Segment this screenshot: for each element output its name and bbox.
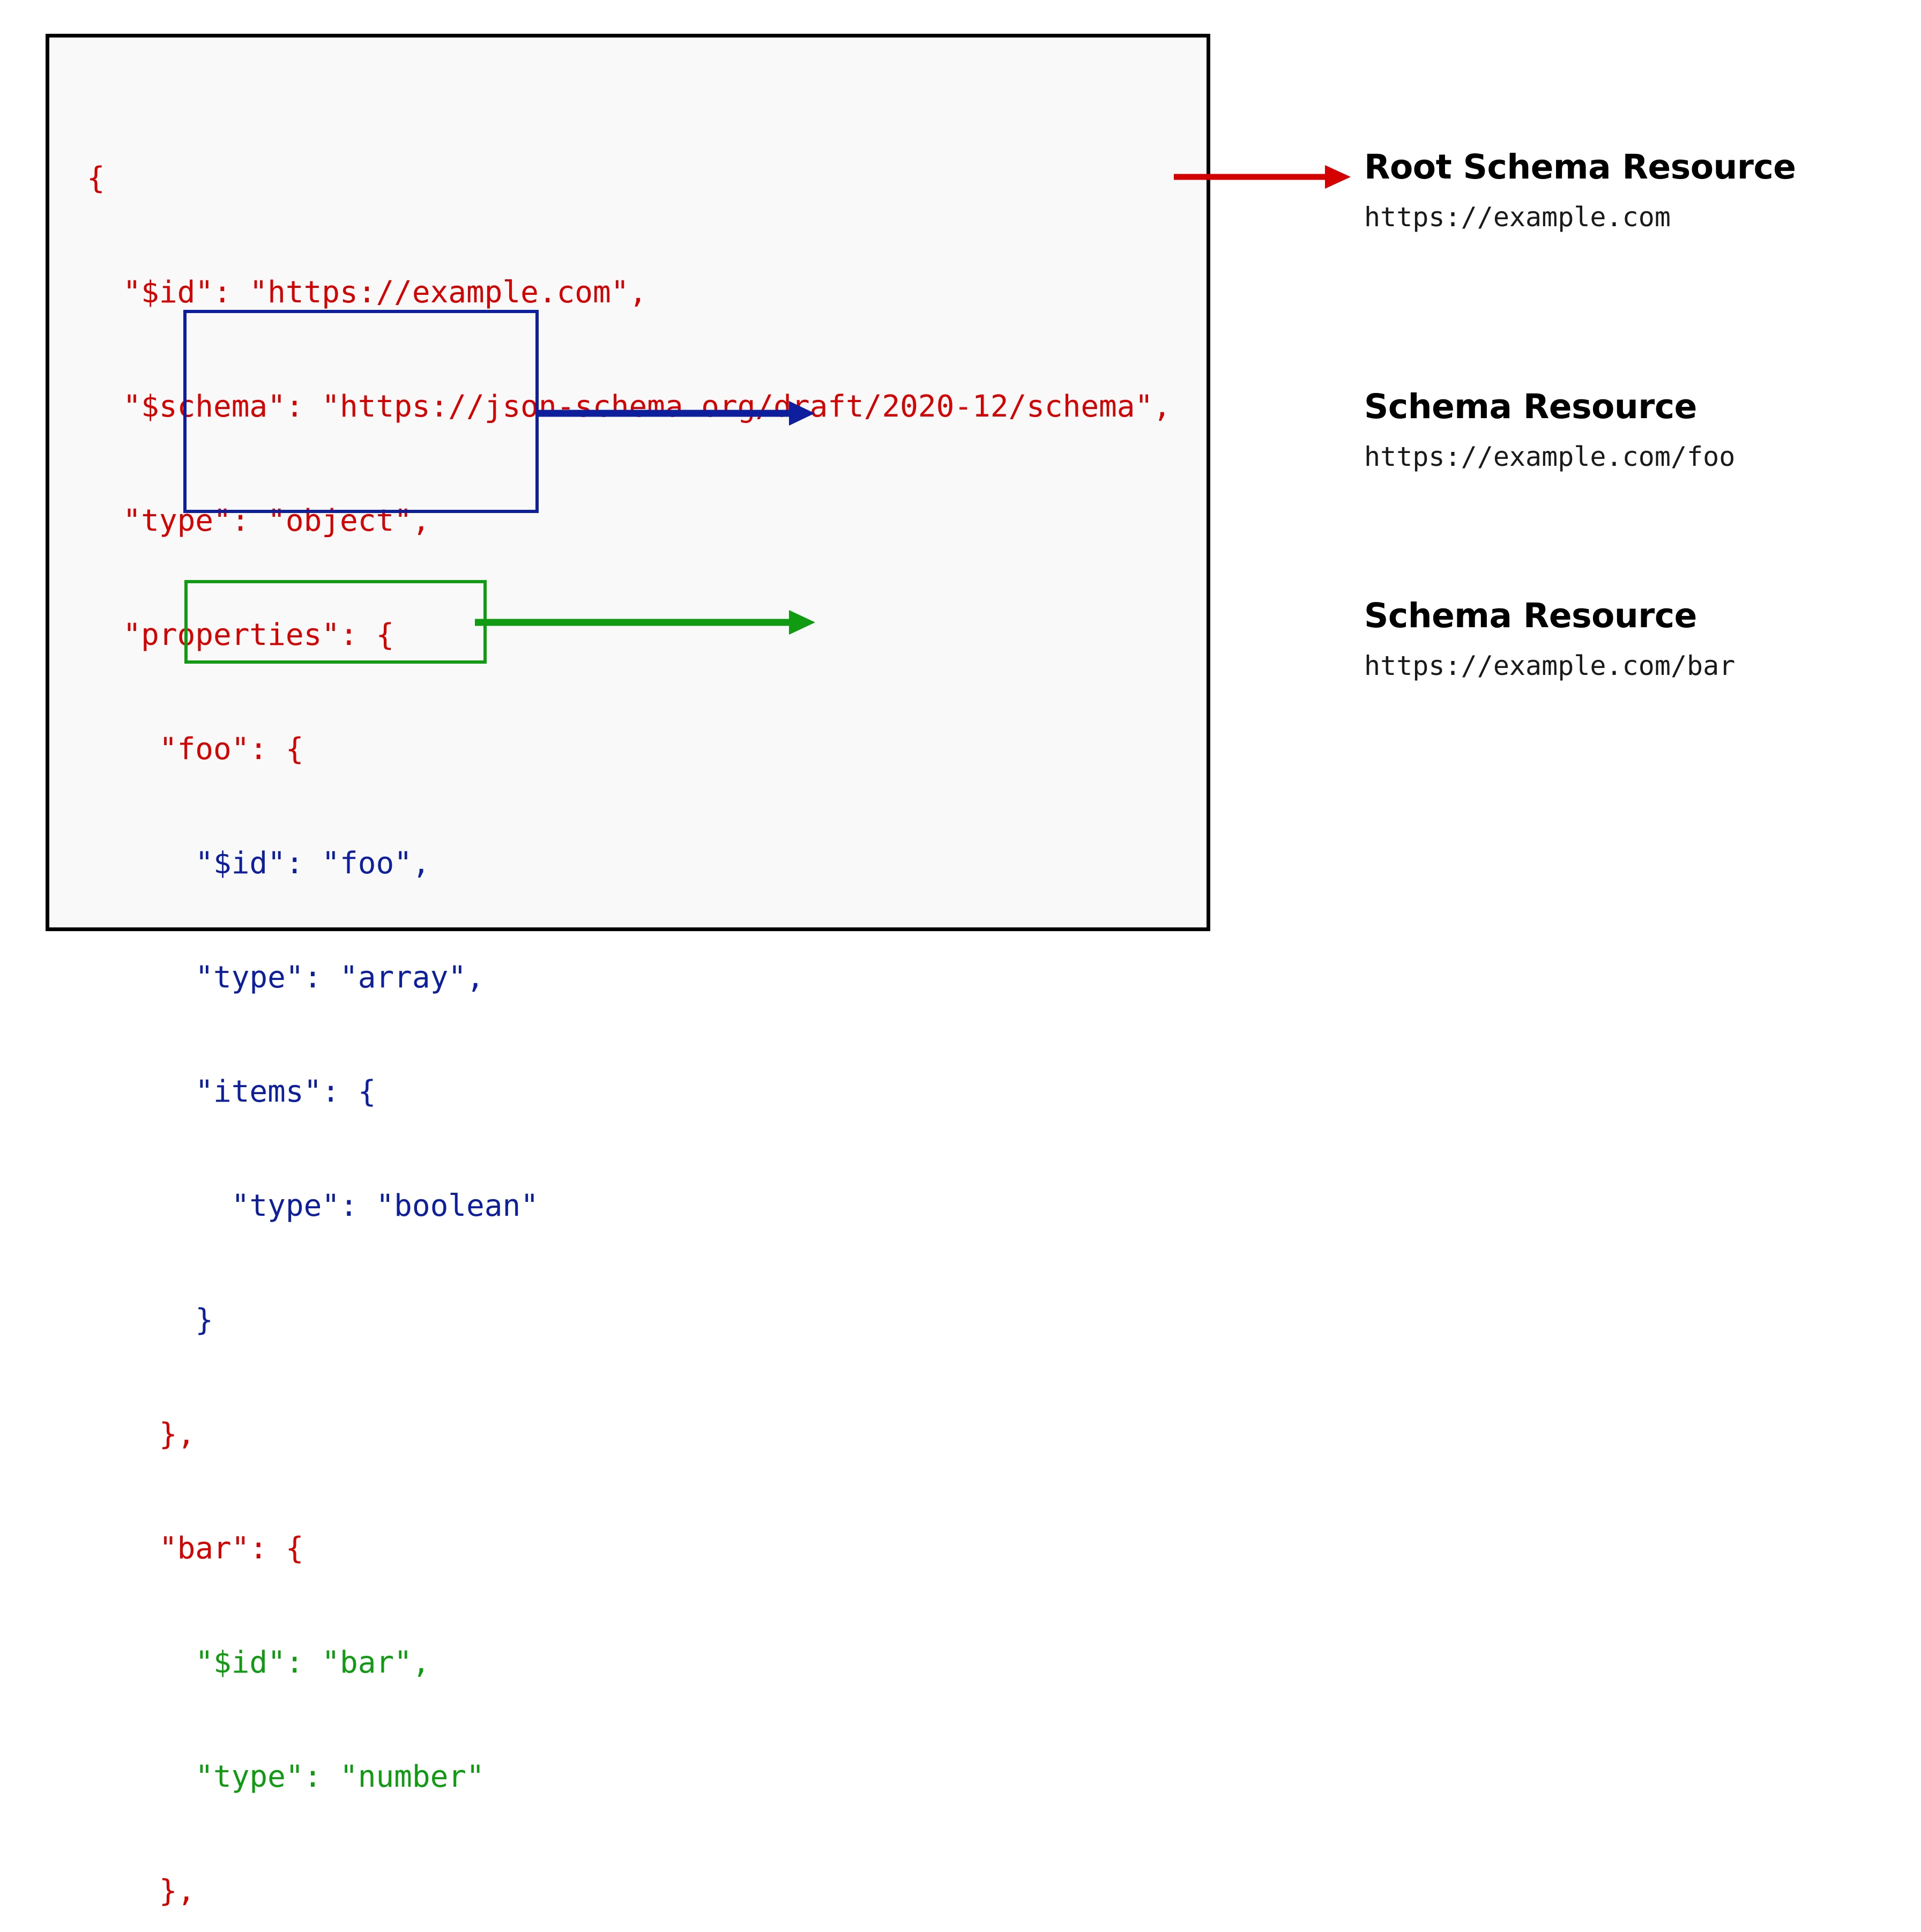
arrow-foo-schema	[536, 401, 815, 426]
annotation-root-schema-resource: Root Schema Resource https://example.com	[1364, 147, 1796, 233]
code-line: {	[87, 161, 105, 196]
code-line: "$schema": "https://json-schema.org/draf…	[87, 389, 1171, 424]
annotation-title: Root Schema Resource	[1364, 147, 1796, 187]
annotation-title: Schema Resource	[1364, 387, 1697, 426]
code-line: "bar": {	[87, 1531, 304, 1566]
code-line: "type": "number"	[87, 1759, 485, 1794]
code-line: "type": "boolean"	[87, 1188, 539, 1223]
arrow-bar-schema	[475, 610, 815, 635]
code-line: "type": "object",	[87, 503, 430, 538]
code-line: "type": "array",	[87, 960, 485, 995]
annotation-title: Schema Resource	[1364, 596, 1697, 635]
json-code-block: { "$id": "https://example.com", "$schema…	[87, 83, 1171, 1932]
annotation-url: https://example.com/foo	[1364, 441, 1736, 472]
code-line: "$id": "https://example.com",	[87, 275, 647, 310]
code-line: "$id": "foo",	[87, 846, 430, 881]
annotation-url: https://example.com	[1364, 202, 1671, 233]
annotation-schema-resource-bar: Schema Resource https://example.com/bar	[1364, 596, 1735, 681]
code-line: "foo": {	[87, 732, 304, 767]
code-line: "items": {	[87, 1074, 376, 1109]
code-line: },	[87, 1417, 196, 1452]
code-line: "$id": "bar",	[87, 1645, 430, 1680]
code-line: "properties": {	[87, 618, 394, 652]
code-panel: { "$id": "https://example.com", "$schema…	[46, 34, 1210, 1908]
arrow-root-schema	[1174, 165, 1351, 189]
code-line: },	[87, 1874, 196, 1908]
annotation-url: https://example.com/bar	[1364, 650, 1736, 681]
annotation-schema-resource-foo: Schema Resource https://example.com/foo	[1364, 387, 1735, 472]
code-line: }	[87, 1303, 214, 1337]
